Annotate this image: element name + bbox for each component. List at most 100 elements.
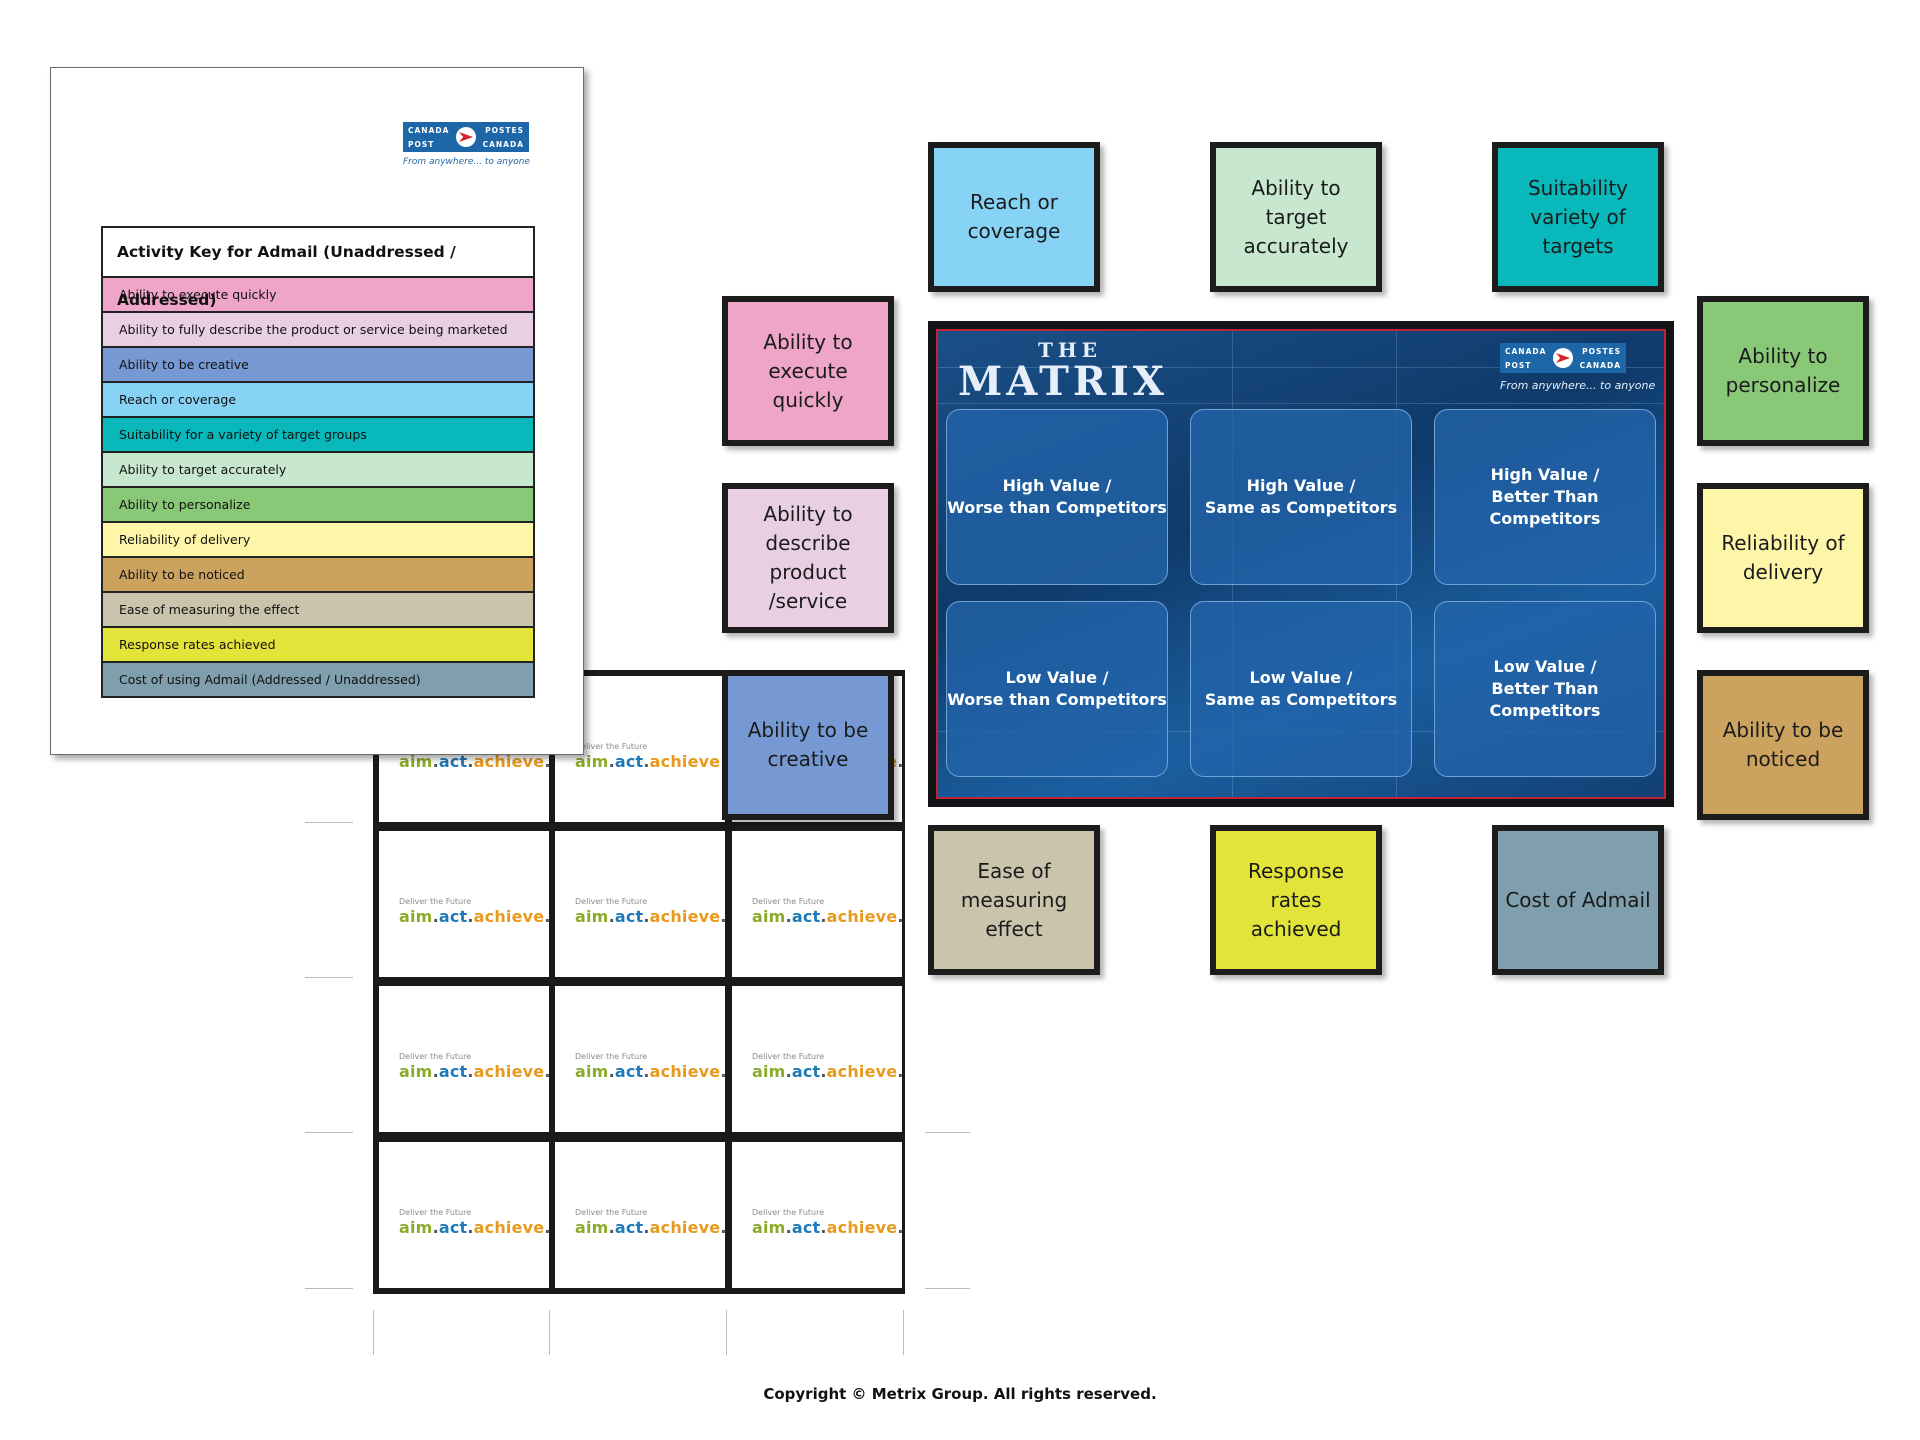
activity-key-row: Ability to execute quickly: [103, 278, 533, 313]
aim-act-achieve-logo: aim.act.achieve.: [399, 1062, 551, 1081]
slogan-achieve: achieve: [473, 1218, 545, 1237]
slogan-dot: .: [643, 752, 650, 771]
card-reach-coverage[interactable]: Reach or coverage: [928, 142, 1100, 292]
matrix-cell-text: High Value / Better Than Competitors: [1435, 464, 1655, 530]
matrix-title: THE MATRIX: [958, 339, 1168, 403]
matrix-cell-value: High Value /: [1490, 465, 1600, 484]
back-card-tag: Deliver the Future: [575, 1208, 648, 1217]
slogan-dot: .: [785, 1062, 792, 1081]
aim-act-achieve-logo: aim.act.achieve.: [575, 1218, 727, 1237]
matrix-cell[interactable]: Low Value /Worse than Competitors: [946, 601, 1168, 777]
card-execute-quickly[interactable]: Ability to execute quickly: [722, 296, 894, 446]
slogan-achieve: achieve: [473, 752, 545, 771]
slogan-dot: .: [432, 1218, 439, 1237]
aim-act-achieve-logo: aim.act.achieve.: [399, 752, 551, 771]
slogan-act: act: [614, 1062, 644, 1081]
cut-mark: [305, 977, 353, 978]
slogan-dot: .: [544, 1218, 551, 1237]
cut-mark: [373, 1310, 374, 1355]
slogan-aim: aim: [399, 1218, 433, 1237]
matrix-cell-text: High Value /Same as Competitors: [1205, 475, 1397, 519]
card-personalize[interactable]: Ability to personalize: [1697, 296, 1869, 446]
matrix-cell-comparison: Worse than Competitors: [947, 690, 1167, 709]
logo-text: CANADA: [1579, 361, 1621, 370]
slogan-dot: .: [897, 1062, 904, 1081]
slogan-achieve: achieve: [826, 1218, 898, 1237]
card-suitability[interactable]: Suitability variety of targets: [1492, 142, 1664, 292]
activity-key-title: Activity Key for Admail (Unaddressed / A…: [103, 228, 533, 309]
matrix-cell[interactable]: Low Value /Same as Competitors: [1190, 601, 1412, 777]
aim-act-achieve-logo: aim.act.achieve.: [399, 1218, 551, 1237]
slogan-dot: .: [643, 1218, 650, 1237]
slogan-aim: aim: [575, 907, 609, 926]
logo-tagline: From anywhere... to anyone: [1500, 379, 1656, 392]
cut-mark: [305, 1132, 353, 1133]
matrix-cell-comparison: Better Than Competitors: [1489, 487, 1601, 528]
activity-key-table: Activity Key for Admail (Unaddressed / A…: [101, 226, 535, 698]
logo-text: POST: [408, 140, 435, 149]
slogan-dot: .: [720, 1218, 727, 1237]
matrix-cell[interactable]: High Value / Better Than Competitors: [1434, 409, 1656, 585]
card-measuring-effect[interactable]: Ease of measuring effect: [928, 825, 1100, 975]
slogan-dot: .: [544, 752, 551, 771]
aim-act-achieve-logo: aim.act.achieve.: [575, 907, 727, 926]
matrix-cell-comparison: Better Than Competitors: [1489, 679, 1601, 720]
activity-key-row: Ability to fully describe the product or…: [103, 313, 533, 348]
matrix-cell[interactable]: Low Value /Better Than Competitors: [1434, 601, 1656, 777]
slogan-aim: aim: [399, 907, 433, 926]
card-describe-product[interactable]: Ability to describe product /service: [722, 483, 894, 633]
slogan-aim: aim: [399, 1062, 433, 1081]
matrix-cell-value: Low Value /: [1249, 668, 1353, 687]
activity-key-row: Ability to target accurately: [103, 453, 533, 488]
slogan-aim: aim: [399, 752, 433, 771]
slogan-dot: .: [785, 907, 792, 926]
activity-key-row: Response rates achieved: [103, 628, 533, 663]
slogan-aim: aim: [575, 1218, 609, 1237]
slogan-act: act: [791, 1218, 821, 1237]
slogan-dot: .: [785, 1218, 792, 1237]
matrix-cell[interactable]: High Value /Worse than Competitors: [946, 409, 1168, 585]
aim-act-achieve-logo: aim.act.achieve.: [575, 1062, 727, 1081]
slogan-dot: .: [467, 1062, 474, 1081]
activity-key-row: Ability to be noticed: [103, 558, 533, 593]
slogan-dot: .: [432, 1062, 439, 1081]
slogan-achieve: achieve: [649, 907, 721, 926]
slogan-dot: .: [608, 1062, 615, 1081]
slogan-aim: aim: [575, 1062, 609, 1081]
slogan-dot: .: [897, 907, 904, 926]
card-label: Cost of Admail: [1505, 887, 1651, 912]
slogan-aim: aim: [575, 752, 609, 771]
back-card-tag: Deliver the Future: [575, 742, 648, 751]
slogan-act: act: [791, 907, 821, 926]
card-target-accurately[interactable]: Ability to target accurately: [1210, 142, 1382, 292]
card-label: Reliability of delivery: [1721, 531, 1845, 584]
slogan-dot: .: [608, 1218, 615, 1237]
card-response-rates[interactable]: Response rates achieved: [1210, 825, 1382, 975]
cut-mark: [549, 1310, 550, 1355]
card-reliability[interactable]: Reliability of delivery: [1697, 483, 1869, 633]
slogan-act: act: [438, 752, 468, 771]
card-label: Ability to personalize: [1725, 344, 1841, 397]
card-be-creative[interactable]: Ability to be creative: [722, 670, 894, 820]
back-card-tag: Deliver the Future: [399, 1052, 472, 1061]
card-label: Ability to be creative: [747, 718, 869, 771]
card-be-noticed[interactable]: Ability to be noticed: [1697, 670, 1869, 820]
card-cost-admail[interactable]: Cost of Admail: [1492, 825, 1664, 975]
matrix-cell[interactable]: High Value /Same as Competitors: [1190, 409, 1412, 585]
slogan-dot: .: [608, 907, 615, 926]
logo-text: POSTES: [485, 126, 524, 135]
slogan-dot: .: [820, 907, 827, 926]
aim-act-achieve-logo: aim.act.achieve.: [752, 1062, 904, 1081]
canada-post-emblem-icon: [1553, 348, 1573, 368]
slogan-dot: .: [544, 1062, 551, 1081]
slogan-dot: .: [544, 907, 551, 926]
